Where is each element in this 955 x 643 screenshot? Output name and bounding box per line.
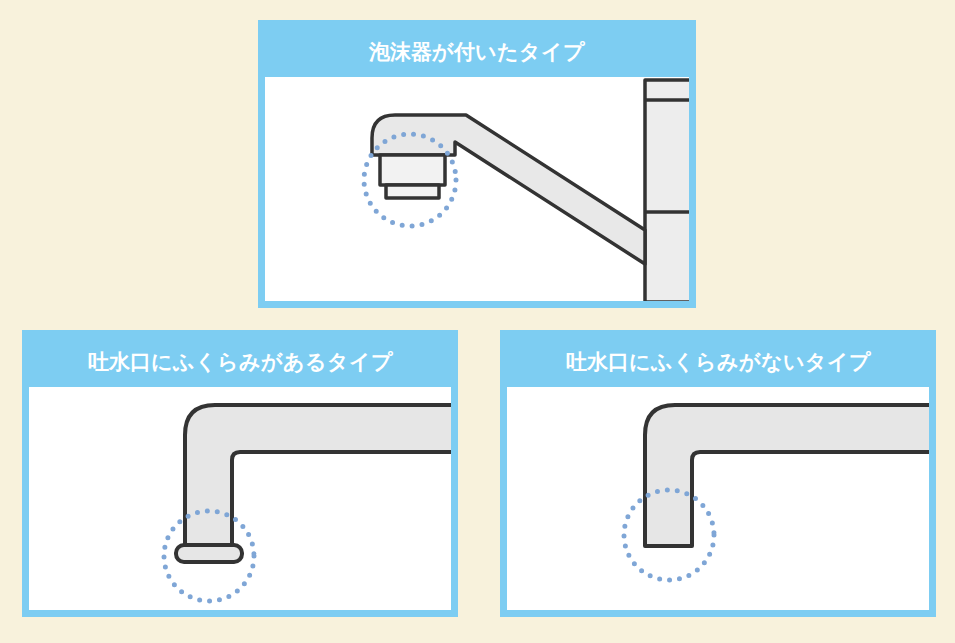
panel-title: 吐水口にふくらみがないタイプ [566, 348, 871, 376]
panel-header: 吐水口にふくらみがあるタイプ [29, 337, 451, 387]
type-panel: 吐水口にふくらみがあるタイプ [22, 330, 458, 617]
panel-title: 泡沫器が付いたタイプ [369, 38, 585, 66]
type-panel: 吐水口にふくらみがないタイプ [500, 330, 936, 617]
panel-ground [504, 334, 932, 613]
faucet-plain [645, 405, 932, 546]
faucet-aerator [372, 80, 691, 302]
highlight-circle [164, 511, 254, 601]
highlight-circle [364, 134, 456, 226]
panel-title: 吐水口にふくらみがあるタイプ [88, 348, 393, 376]
panel-ground [262, 24, 692, 304]
highlight-circle [624, 490, 714, 580]
panel-header: 泡沫器が付いたタイプ [265, 27, 689, 77]
faucet-bulge [176, 405, 454, 562]
panel-ground [26, 334, 454, 613]
type-panel: 泡沫器が付いたタイプ [258, 20, 696, 308]
panel-header: 吐水口にふくらみがないタイプ [507, 337, 929, 387]
